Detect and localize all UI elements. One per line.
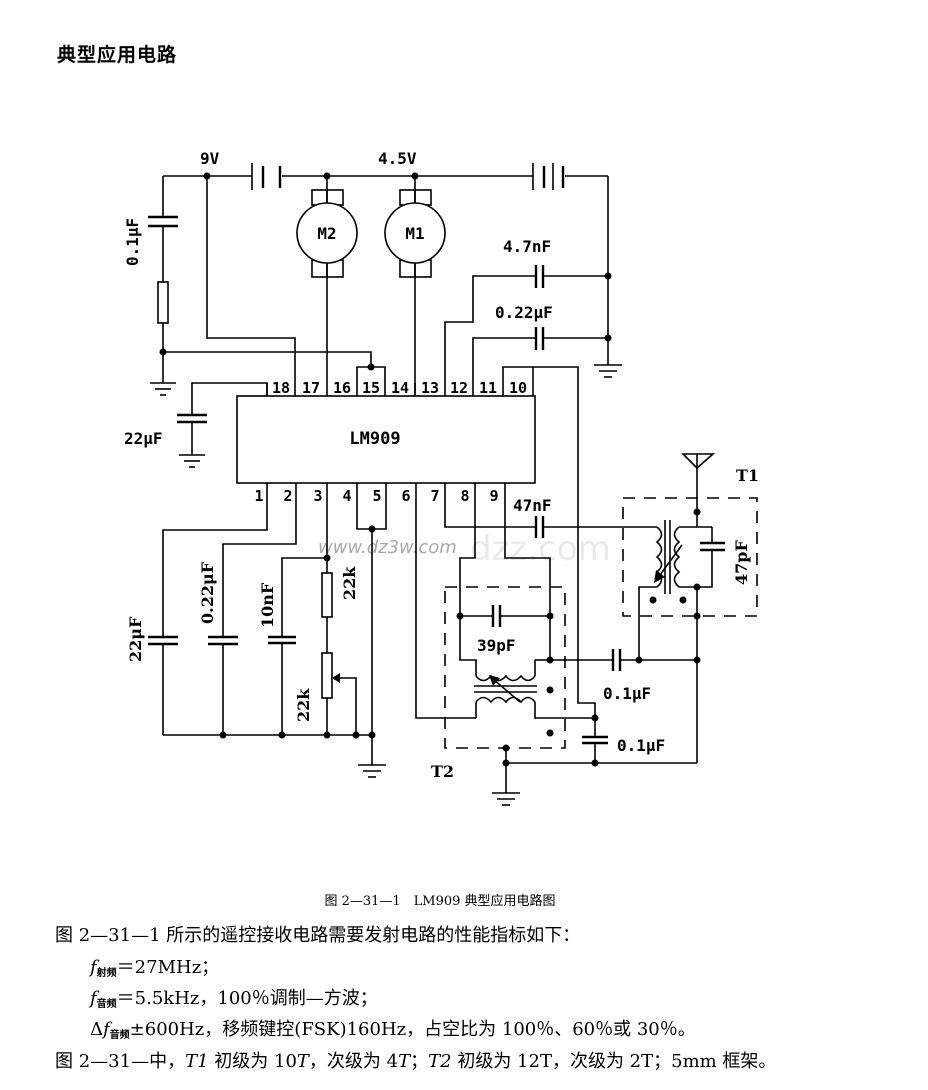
transformer-t1-label: T1 (736, 466, 759, 485)
spec-subscript: 射频 (96, 968, 117, 979)
cap-t1-tune-label: 47pF (732, 540, 751, 585)
spec-symbol: f (103, 1019, 110, 1040)
ground-right (594, 364, 622, 378)
ic-pin-label: 10 (509, 379, 527, 397)
ic-pin-label: 12 (450, 379, 468, 397)
battery-4-5v (532, 163, 565, 190)
wire-pin8 (459, 483, 477, 676)
spec-deviation: Δf音频±600Hz，移频键控(FSK)160Hz，占空比为 100％、60％或… (90, 1015, 696, 1041)
ic-bottom-pins: 1 2 3 4 5 6 7 8 9 (254, 487, 498, 505)
ic-pin-label: 17 (302, 379, 320, 397)
cap-pin3-label: 10nF (258, 582, 277, 628)
potentiometer-pin3 (321, 652, 357, 735)
wire-pin9 (504, 483, 551, 660)
wire-pin6 (415, 483, 476, 719)
motor-m1: M1 (384, 176, 446, 396)
spec-audio-frequency: f音频＝5.5kHz，100％调制—方波； (90, 984, 378, 1010)
transformer-t1 (622, 453, 758, 660)
cap-pin13 (444, 265, 612, 396)
ic-pin-label: 16 (333, 379, 351, 397)
ic-pin-label: 15 (362, 379, 380, 397)
spec-value: ＝27MHz； (116, 957, 220, 978)
supply-rail (163, 175, 609, 365)
ic-pin-label: 5 (372, 487, 381, 505)
cap-supply-filter-label: 0.1μF (123, 218, 142, 266)
winding-note: 图 2—31—中，T1 初级为 10T，次级为 4T；T2 初级为 12T，次级… (55, 1047, 776, 1073)
cap-pin3 (268, 557, 327, 735)
resistor-pin3 (321, 483, 333, 653)
text-segment: 初级为 10 (208, 1051, 297, 1072)
ic-pin-label: 8 (460, 487, 469, 505)
ic-pin-label: 9 (489, 487, 498, 505)
bottom-ground-bus (163, 731, 386, 778)
cap-pin1-label: 22μF (126, 616, 145, 662)
cap-bypass-label: 0.1μF (617, 736, 665, 755)
text-segment: T1 (185, 1051, 209, 1072)
ic-label: LM909 (349, 429, 400, 449)
cap-pin2 (208, 483, 297, 735)
watermark-secondary: dzz.com (470, 529, 611, 569)
ic-pin-label: 13 (421, 379, 439, 397)
section-title: 典型应用电路 (57, 44, 178, 66)
cap-bypass (582, 714, 608, 763)
motor-m1-label: M1 (405, 224, 424, 243)
spec-subscript: 音频 (109, 1030, 130, 1041)
body-intro: 图 2—31—1 所示的遥控接收电路需要发射电路的性能指标如下： (55, 925, 581, 946)
spec-delta: Δ (90, 1019, 103, 1040)
ic-pin-label: 18 (272, 379, 290, 397)
wire-pin10 (502, 366, 596, 718)
ic-top-pins: 18 17 16 15 14 13 12 11 10 (272, 379, 527, 397)
cap-pin7-label: 47nF (513, 496, 552, 515)
figure-caption: 图 2—31—1 LM909 典型应用电路图 (324, 894, 556, 909)
cap-pin18-label: 22μF (124, 429, 163, 448)
ic-pin-label: 11 (479, 379, 497, 397)
cap-pin12-label: 0.22μF (495, 303, 553, 322)
text-segment: ，次级为 4 (308, 1051, 399, 1072)
cap-t2-tune-label: 39pF (477, 636, 516, 655)
ic-pin-label: 2 (283, 487, 292, 505)
motor-m2: M2 (296, 176, 358, 396)
transformer-t2-label: T2 (431, 762, 454, 781)
motor-m2-label: M2 (317, 224, 336, 243)
rf-ground-bus (492, 587, 698, 806)
text-segment: T (296, 1051, 309, 1072)
cap-coupling (550, 649, 701, 671)
watermark-primary: www.dz3w.com (318, 537, 457, 558)
spec-symbol: f (90, 957, 97, 978)
spec-value: ±600Hz，移频键控(FSK)160Hz，占空比为 100％、60％或 30％… (129, 1019, 696, 1040)
cap-pin13-label: 4.7nF (503, 237, 551, 256)
spec-symbol: f (90, 988, 97, 1009)
cap-coupling-label: 0.1μF (603, 684, 651, 703)
ic-pin-label: 6 (401, 487, 410, 505)
text-segment: T (398, 1051, 411, 1072)
battery-9v-label: 9V (200, 149, 220, 168)
antenna-icon (681, 453, 716, 470)
text-segment: 初级为 12T，次级为 2T；5mm 框架。 (451, 1051, 777, 1072)
ic-pin-label: 14 (391, 379, 409, 397)
ic-pin-label: 1 (254, 487, 263, 505)
text-segment: 图 2—31—中， (55, 1051, 186, 1072)
transformer-t2 (444, 586, 595, 749)
spec-rf-frequency: f射频＝27MHz； (90, 953, 219, 979)
circuit-schematic: dzz.com www.dz3w.com 9V 4.5V M2 (123, 149, 759, 806)
battery-4-5v-label: 4.5V (378, 149, 417, 168)
cap-pin1 (148, 483, 268, 735)
wire-pin15 (163, 351, 372, 367)
wire-9v-pin17 (206, 176, 296, 396)
battery-9v (251, 163, 282, 190)
supply-filter-branch (148, 176, 178, 396)
resistor-pin3-label: 22k (340, 566, 359, 600)
text-segment: ； (410, 1051, 429, 1072)
pin5-ground-wire (356, 483, 387, 765)
cap-pin12 (472, 327, 612, 396)
spec-subscript: 音频 (96, 999, 117, 1010)
text-segment: T2 (428, 1051, 452, 1072)
spec-value: ＝5.5kHz，100％调制—方波； (116, 988, 378, 1009)
ic-pin-label: 3 (313, 487, 322, 505)
ic-pin-label: 7 (430, 487, 439, 505)
cap-pin2-label: 0.22μF (198, 561, 217, 624)
ic-pin-label: 4 (342, 487, 351, 505)
potentiometer-label: 22k (294, 688, 313, 722)
